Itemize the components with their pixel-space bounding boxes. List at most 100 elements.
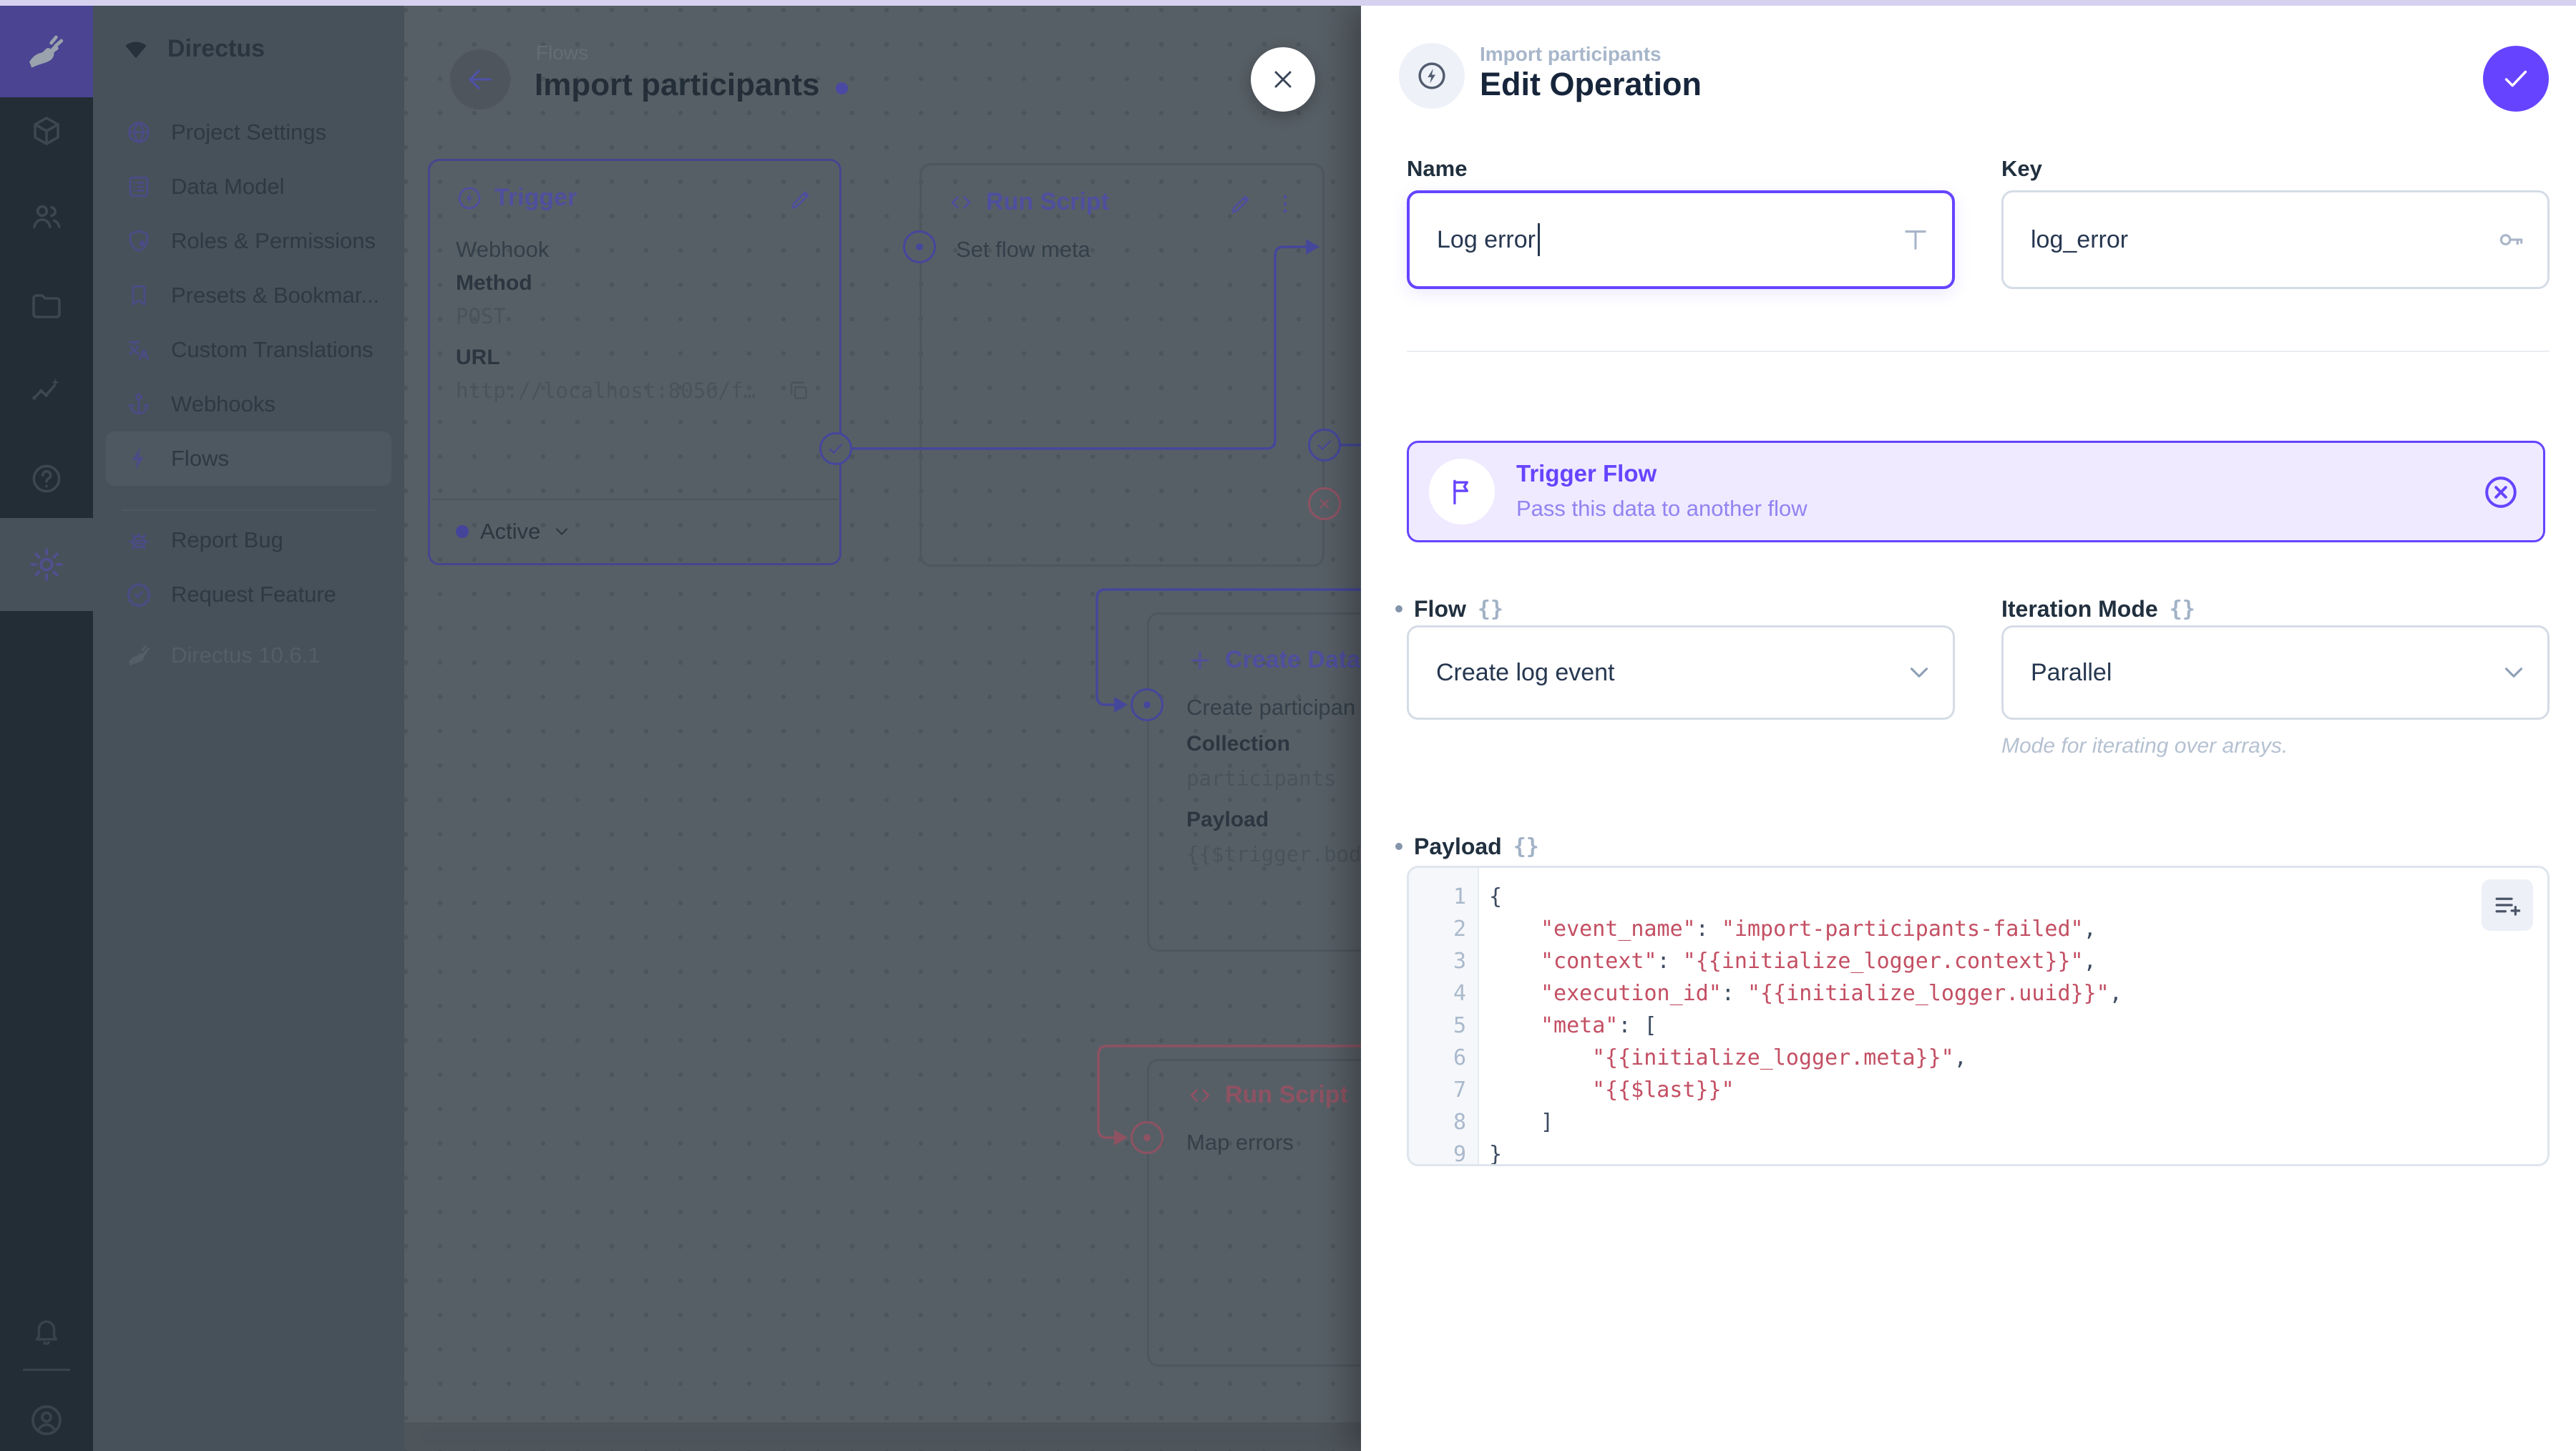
- close-icon: [1269, 65, 1297, 94]
- create-data-node[interactable]: Create Data Create participan Collection…: [1147, 612, 1361, 952]
- module-bar-divider: [23, 1369, 70, 1371]
- key-input[interactable]: log_error: [2001, 190, 2550, 289]
- version-row: Directus 10.6.1: [125, 634, 321, 677]
- anchor-icon: [125, 391, 152, 418]
- code-line: "{{initialize_logger.meta}}",: [1592, 1045, 1967, 1070]
- sidebar-item-request-feature[interactable]: Request Feature: [106, 567, 391, 622]
- run-script-node[interactable]: Run Script Set flow meta: [919, 163, 1324, 567]
- node-divider: [431, 499, 838, 500]
- collection-label: Collection: [1186, 732, 1291, 756]
- bug-icon: [125, 527, 152, 554]
- code-options-button[interactable]: [2482, 879, 2533, 931]
- sidebar-item-project-settings[interactable]: Project Settings: [106, 105, 391, 160]
- folder-icon[interactable]: [29, 289, 64, 323]
- drawer-breadcrumb[interactable]: Import participants: [1480, 43, 1662, 65]
- sidebar-item-flows[interactable]: Flows: [106, 431, 391, 486]
- banner-dismiss-button[interactable]: [2482, 473, 2520, 512]
- error-run-script-header: Run Script: [1186, 1081, 1348, 1109]
- more-options-icon[interactable]: [1272, 191, 1298, 217]
- trigger-resolve-connector[interactable]: [819, 432, 852, 465]
- bolt-icon: [125, 445, 152, 472]
- code-lines[interactable]: {"event_name": "import-participants-fail…: [1489, 881, 2476, 1164]
- name-input[interactable]: Log error: [1407, 190, 1955, 289]
- back-button[interactable]: [450, 49, 510, 109]
- edit-pencil-icon[interactable]: [1228, 191, 1254, 217]
- error-script-input-connector[interactable]: [1131, 1121, 1163, 1154]
- sidebar-item-presets-bookmar[interactable]: Presets & Bookmar...: [106, 268, 391, 323]
- sidebar-item-label: Report Bug: [171, 527, 283, 552]
- radio-dot-icon: [1137, 1128, 1157, 1148]
- save-button[interactable]: [2483, 46, 2549, 112]
- flow-select[interactable]: Create log event: [1407, 625, 1955, 720]
- trigger-flow-banner[interactable]: Trigger Flow Pass this data to another f…: [1407, 441, 2545, 542]
- code-line: "event_name": "import-participants-faile…: [1541, 917, 2097, 942]
- line-number: 3: [1453, 949, 1466, 974]
- run-script-title: Run Script: [986, 188, 1109, 215]
- raw-value-toggle-icon[interactable]: {}: [2169, 596, 2195, 622]
- sidebar-item-webhooks[interactable]: Webhooks: [106, 377, 391, 431]
- drawer-divider: [1407, 351, 2550, 352]
- run-script-reject-connector[interactable]: [1308, 487, 1341, 520]
- help-icon[interactable]: [29, 461, 64, 496]
- title-format-icon: [1901, 225, 1931, 255]
- url-label: URL: [456, 346, 500, 369]
- close-drawer-button[interactable]: [1251, 47, 1315, 112]
- edit-pencil-icon[interactable]: [788, 187, 814, 212]
- copy-icon[interactable]: [786, 378, 811, 403]
- sidebar-item-label: Presets & Bookmar...: [171, 283, 380, 308]
- notifications-button[interactable]: [30, 1314, 63, 1347]
- project-row[interactable]: Directus: [122, 26, 265, 72]
- iteration-select-value: Parallel: [2031, 658, 2112, 686]
- payload-field-label: Payload: [1414, 833, 1502, 859]
- top-accent-strip: [0, 0, 2576, 6]
- raw-value-toggle-icon[interactable]: {}: [1477, 596, 1503, 622]
- method-value: POST: [456, 304, 506, 328]
- sidebar-item-label: Webhooks: [171, 391, 275, 416]
- run-script-input-connector[interactable]: [903, 230, 936, 263]
- create-data-input-connector[interactable]: [1131, 688, 1163, 721]
- code-line: "execution_id": "{{initialize_logger.uui…: [1541, 981, 2122, 1006]
- check-icon: [2499, 62, 2532, 95]
- trigger-status[interactable]: Active: [456, 519, 572, 544]
- globe-icon: [125, 119, 152, 146]
- sidebar-item-roles-permissions[interactable]: Roles & Permissions: [106, 214, 391, 268]
- breadcrumb[interactable]: Flows: [536, 41, 589, 64]
- create-data-title: Create Data: [1225, 646, 1360, 673]
- line-number: 1: [1453, 884, 1466, 909]
- sidebar-item-label: Custom Translations: [171, 337, 374, 362]
- sidebar-item-data-model[interactable]: Data Model: [106, 160, 391, 214]
- sidebar-item-custom-translations[interactable]: Custom Translations: [106, 323, 391, 377]
- module-item-settings[interactable]: [0, 518, 93, 611]
- box-icon[interactable]: [29, 114, 64, 148]
- directus-logo-icon: [24, 29, 69, 74]
- error-run-script-node[interactable]: Run Script Map errors: [1147, 1059, 1361, 1367]
- user-avatar[interactable]: [28, 1402, 65, 1439]
- wifi-icon: [122, 34, 150, 63]
- edited-dot: [1395, 605, 1402, 612]
- bolt-circle-icon: [1415, 59, 1448, 92]
- people-icon[interactable]: [29, 200, 64, 234]
- name-field-label: Name: [1407, 156, 1468, 181]
- directus-logo-tile[interactable]: [0, 6, 93, 97]
- nav-divider: [122, 509, 376, 511]
- run-script-resolve-connector[interactable]: [1308, 429, 1341, 461]
- plus-icon: [1186, 647, 1214, 674]
- flag-icon: [1446, 476, 1478, 507]
- trigger-node[interactable]: Trigger Webhook Method POST URL http://l…: [428, 159, 841, 565]
- line-number: 2: [1453, 917, 1466, 942]
- sidebar-item-report-bug[interactable]: Report Bug: [106, 513, 391, 567]
- raw-value-toggle-icon[interactable]: {}: [1513, 834, 1539, 859]
- iteration-mode-select[interactable]: Parallel: [2001, 625, 2550, 720]
- insights-icon[interactable]: [29, 373, 64, 408]
- payload-label: Payload: [1186, 808, 1269, 831]
- horizontal-scrollbar[interactable]: [422, 1427, 1351, 1446]
- x-mark-icon: [1314, 494, 1335, 514]
- edit-operation-drawer: Import participants Edit Operation Name …: [1361, 6, 2576, 1451]
- line-number: 7: [1453, 1078, 1466, 1103]
- collection-value: participants: [1186, 766, 1337, 791]
- sidebar-item-label: Roles & Permissions: [171, 228, 376, 253]
